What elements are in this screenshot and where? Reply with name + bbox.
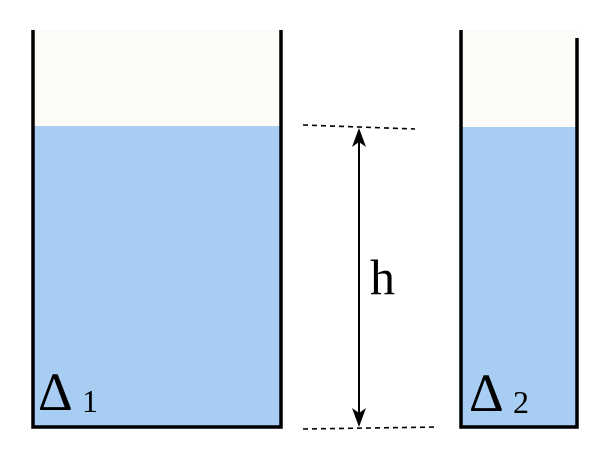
tank-1: Δ 1 — [31, 30, 283, 429]
top-water-level-dashed-line — [302, 124, 416, 130]
tank-1-symbol: Δ — [38, 362, 73, 422]
tank-2: Δ 2 — [459, 30, 579, 429]
tank-1-subscript: 1 — [82, 383, 98, 419]
tank-2-subscript: 2 — [513, 384, 529, 420]
height-arrow-up-head — [352, 128, 366, 147]
tank-2-symbol: Δ — [469, 363, 504, 423]
height-indicator: h — [302, 124, 439, 430]
tank-1-water — [33, 126, 281, 427]
tank-2-water — [461, 127, 577, 427]
tank-1-walls — [31, 30, 283, 429]
tank-1-air-space — [33, 30, 281, 126]
bottom-water-level-dashed-line — [302, 426, 439, 430]
tank-2-air-space — [461, 30, 577, 127]
height-arrow-down-head — [352, 408, 366, 427]
height-label: h — [370, 249, 395, 305]
tank-2-walls — [459, 30, 579, 429]
